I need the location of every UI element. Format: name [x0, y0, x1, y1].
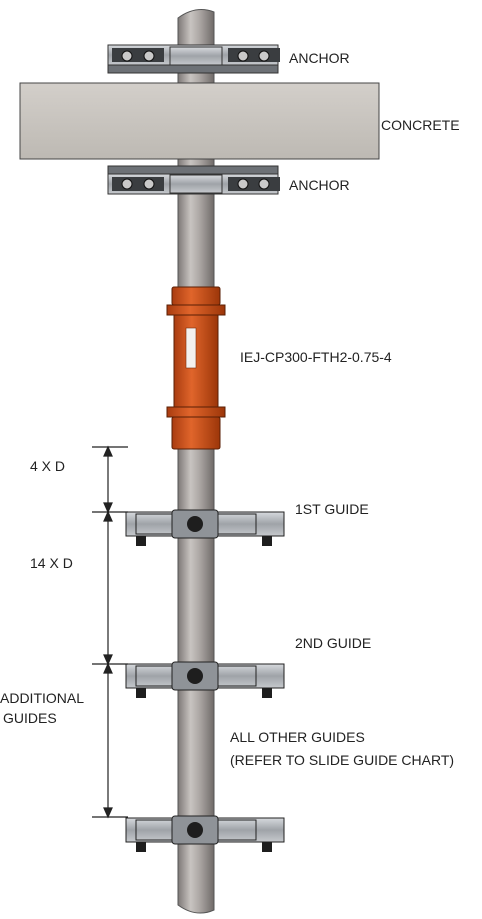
anchor-bottom [107, 165, 280, 195]
label-anchor-bottom: ANCHOR [289, 177, 350, 193]
dimension-lines [92, 445, 128, 819]
label-all-other-1: ALL OTHER GUIDES [230, 729, 365, 745]
concrete-slab [19, 82, 380, 160]
label-all-other-2: (REFER TO SLIDE GUIDE CHART) [230, 752, 454, 768]
guide-3 [125, 815, 285, 852]
label-joint-model: IEJ-CP300-FTH2-0.75-4 [240, 349, 392, 365]
label-concrete: CONCRETE [381, 117, 460, 133]
label-4xd: 4 X D [30, 458, 65, 474]
guide-1 [125, 509, 285, 546]
expansion-joint [166, 286, 226, 450]
anchor-top [107, 44, 280, 74]
label-additional-1: ADDITIONAL [0, 690, 84, 706]
label-anchor-top: ANCHOR [289, 50, 350, 66]
label-14xd: 14 X D [30, 555, 73, 571]
label-additional-2: GUIDES [3, 710, 57, 726]
label-guide-1: 1ST GUIDE [295, 501, 369, 517]
guide-2 [125, 661, 285, 698]
label-guide-2: 2ND GUIDE [295, 635, 371, 651]
